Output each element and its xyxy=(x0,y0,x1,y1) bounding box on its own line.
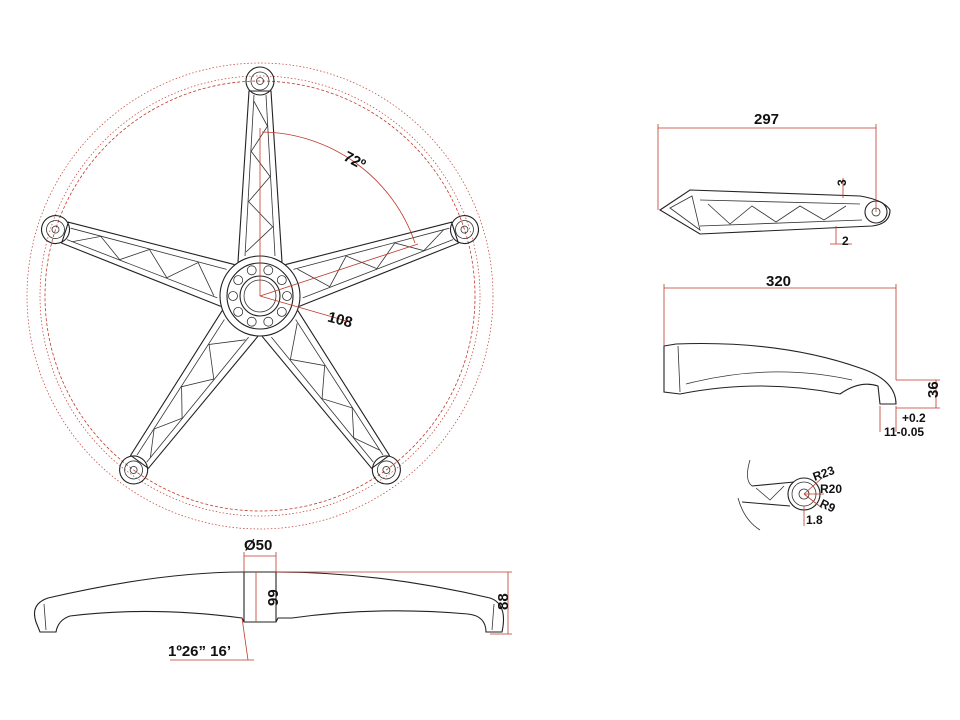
star-arm xyxy=(285,215,480,307)
arm-rib-right xyxy=(136,319,225,456)
profile-length-label: 320 xyxy=(766,273,791,290)
detail-radius-inner: R9 xyxy=(818,496,838,515)
outer-envelope-circle xyxy=(26,62,494,530)
caster-socket xyxy=(449,215,480,245)
caster-socket-bore xyxy=(129,466,138,474)
caster-socket-detail: R23 R20 R9 1.8 xyxy=(737,459,842,531)
hub-pocket xyxy=(263,316,274,327)
arm-thickness-label-a: 3 xyxy=(835,179,849,186)
caster-socket-inner xyxy=(250,71,270,91)
angle-dimension-arc xyxy=(261,131,416,244)
angle-leader-b xyxy=(259,243,419,297)
caster-socket-inner xyxy=(376,460,396,480)
arm-side-view: 297 3 2 xyxy=(657,111,891,248)
detail-wall-label: 1.8 xyxy=(806,513,823,527)
arm-truss xyxy=(150,339,246,458)
arm-truss xyxy=(289,323,380,451)
overall-height-label: 88 xyxy=(495,593,512,610)
inner-envelope-circle xyxy=(39,75,481,517)
base-side-outline xyxy=(33,571,505,633)
arm-outline xyxy=(285,221,460,307)
star-arm xyxy=(237,66,283,263)
hub-pocket xyxy=(228,291,238,301)
arm-outline xyxy=(60,221,235,307)
arm-outline xyxy=(658,189,891,235)
arm-rib-right xyxy=(70,227,227,270)
radius-label: 108 xyxy=(326,309,355,332)
arm-truss xyxy=(297,229,444,288)
hub-pocket xyxy=(233,275,244,286)
hub-pocket xyxy=(276,275,287,286)
hub-pocket xyxy=(233,306,244,317)
arm-outline xyxy=(129,310,259,470)
arm-length-label: 297 xyxy=(754,111,779,128)
arm-rib-left xyxy=(295,319,384,456)
caster-socket-bore xyxy=(382,466,391,474)
star-base-top-view: 108 72º xyxy=(26,62,494,530)
arm-outline xyxy=(261,310,391,470)
caster-socket-bore xyxy=(460,225,469,234)
hub-pocket xyxy=(246,265,257,276)
star-arm xyxy=(261,310,401,485)
hub-pocket xyxy=(263,265,274,276)
arm-truss xyxy=(245,100,274,253)
caster-socket xyxy=(119,455,149,485)
caster-socket-inner xyxy=(46,220,65,239)
base-side-view: Ø50 99 88 1º26” 16’ xyxy=(33,537,512,661)
profile-tolerance-upper: +0.2 xyxy=(902,411,926,425)
arm-rib-right xyxy=(302,239,454,299)
arm-rib-right xyxy=(265,94,276,257)
arm-rib-right xyxy=(271,336,374,463)
caster-socket xyxy=(371,455,401,485)
arm-rib-left xyxy=(146,336,249,463)
profile-tolerance-lower: 11-0.05 xyxy=(884,425,924,439)
arm-rib-left xyxy=(66,239,218,299)
arm-rib-left xyxy=(293,227,450,270)
profile-height-label: 36 xyxy=(925,381,942,398)
hub-diameter-label: Ø50 xyxy=(244,537,272,554)
caster-socket-bore xyxy=(256,77,264,85)
arm-rib-left xyxy=(244,94,255,257)
taper-angle-label: 1º26” 16’ xyxy=(168,643,231,660)
caster-socket-inner xyxy=(124,460,144,480)
caster-socket-inner xyxy=(455,220,474,239)
hub-height-label: 99 xyxy=(265,589,282,606)
caster-pitch-circle xyxy=(44,80,476,512)
caster-socket-bore xyxy=(51,225,60,234)
caster-socket xyxy=(40,215,71,245)
arm-profile-view: 320 36 +0.2 11-0.05 xyxy=(663,273,942,439)
arm-truss xyxy=(72,235,215,296)
star-arm xyxy=(40,215,235,307)
arm-profile-outline xyxy=(663,342,897,405)
detail-radius-outer: R23 xyxy=(811,463,837,484)
hub-pocket xyxy=(282,291,292,301)
star-arm xyxy=(119,310,259,485)
hub-pocket xyxy=(276,306,287,317)
star-arms xyxy=(40,66,480,485)
radius-dimension-line xyxy=(259,295,351,323)
detail-radius-mid: R20 xyxy=(820,482,842,496)
arm-outline xyxy=(237,90,283,263)
caster-socket xyxy=(245,66,275,96)
hub-pocket xyxy=(246,316,257,327)
arm-thickness-label-b: 2 xyxy=(842,234,849,248)
